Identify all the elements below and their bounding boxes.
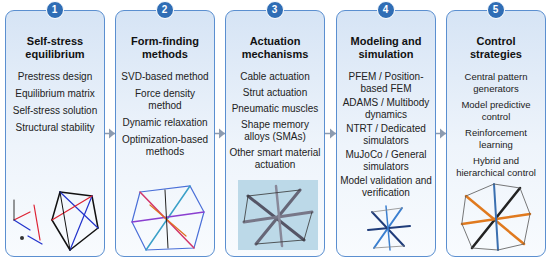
list-item: Dynamic relaxation xyxy=(119,117,211,129)
flow-arrow xyxy=(325,129,336,139)
list-item: Reinforcement learning xyxy=(450,127,542,150)
list-item: Hybrid and hierarchical control xyxy=(450,155,542,178)
category-panel: Form-finding methodsSVD-based methodForc… xyxy=(115,10,215,257)
list-item: Optimization-based methods xyxy=(119,134,211,158)
callout-number: 3 xyxy=(272,5,278,15)
step-number-circle: 3 xyxy=(266,1,284,19)
callout-number: 2 xyxy=(162,5,168,15)
list-item: MuJoCo / General simulators xyxy=(340,149,432,173)
panel-heading: Form-finding methods xyxy=(119,35,211,61)
list-item: Pneumatic muscles xyxy=(229,103,321,115)
list-item: Model predictive control xyxy=(450,99,542,122)
step-number-circle: 1 xyxy=(46,1,64,19)
flow-arrow xyxy=(105,129,115,139)
item-list: PFEM / Position-based FEMADAMS / Multibo… xyxy=(340,71,432,199)
callout-number: 4 xyxy=(383,5,389,15)
list-item: Cable actuation xyxy=(229,71,321,83)
form-finding-figure xyxy=(132,186,204,250)
item-list: SVD-based methodForce density methodDyna… xyxy=(119,71,211,158)
list-item: Prestress design xyxy=(9,71,101,83)
list-item: Self-stress solution xyxy=(9,105,101,117)
list-item: Central pattern generators xyxy=(450,71,542,94)
simulation-figure xyxy=(368,206,410,250)
list-item: Structural stability xyxy=(9,122,101,134)
list-item: NTRT / Dedicated simulators xyxy=(340,123,432,147)
step-number-circle: 2 xyxy=(156,1,174,19)
actuation-photo xyxy=(238,180,318,250)
step-number-circle: 4 xyxy=(377,1,395,19)
list-item: PFEM / Position-based FEM xyxy=(340,71,432,95)
category-panel: Modeling and simulationPFEM / Position-b… xyxy=(336,10,436,257)
callout-number: 1 xyxy=(52,5,58,15)
flow-arrow xyxy=(215,129,225,139)
panel-heading: Self-stress equilibrium xyxy=(9,35,101,61)
list-item: Force density method xyxy=(119,88,211,112)
step-number-circle: 5 xyxy=(487,1,505,19)
self-stress-figure xyxy=(14,192,98,250)
list-item: Model validation and verification xyxy=(340,175,432,199)
control-figure xyxy=(462,184,530,250)
panel-heading: Control strategies xyxy=(450,35,542,61)
panel-heading: Actuation mechanisms xyxy=(229,35,321,61)
flow-arrow xyxy=(436,129,446,139)
list-item: Equilibrium matrix xyxy=(9,88,101,100)
callout-number: 5 xyxy=(493,5,499,15)
item-list: Prestress designEquilibrium matrixSelf-s… xyxy=(9,71,101,134)
list-item: SVD-based method xyxy=(119,71,211,83)
category-panel: Control strategiesCentral pattern genera… xyxy=(446,10,546,257)
category-panel: Self-stress equilibriumPrestress designE… xyxy=(5,10,105,257)
list-item: Strut actuation xyxy=(229,87,321,99)
list-item: Shape memory alloys (SMAs) xyxy=(229,119,321,143)
list-item: ADAMS / Multibody dynamics xyxy=(340,97,432,121)
item-list: Central pattern generatorsModel predicti… xyxy=(450,71,542,178)
category-panel: Actuation mechanismsCable actuationStrut… xyxy=(225,10,325,257)
panel-heading: Modeling and simulation xyxy=(340,35,432,61)
list-item: Other smart material actuation xyxy=(229,147,321,171)
item-list: Cable actuationStrut actuationPneumatic … xyxy=(229,71,321,171)
